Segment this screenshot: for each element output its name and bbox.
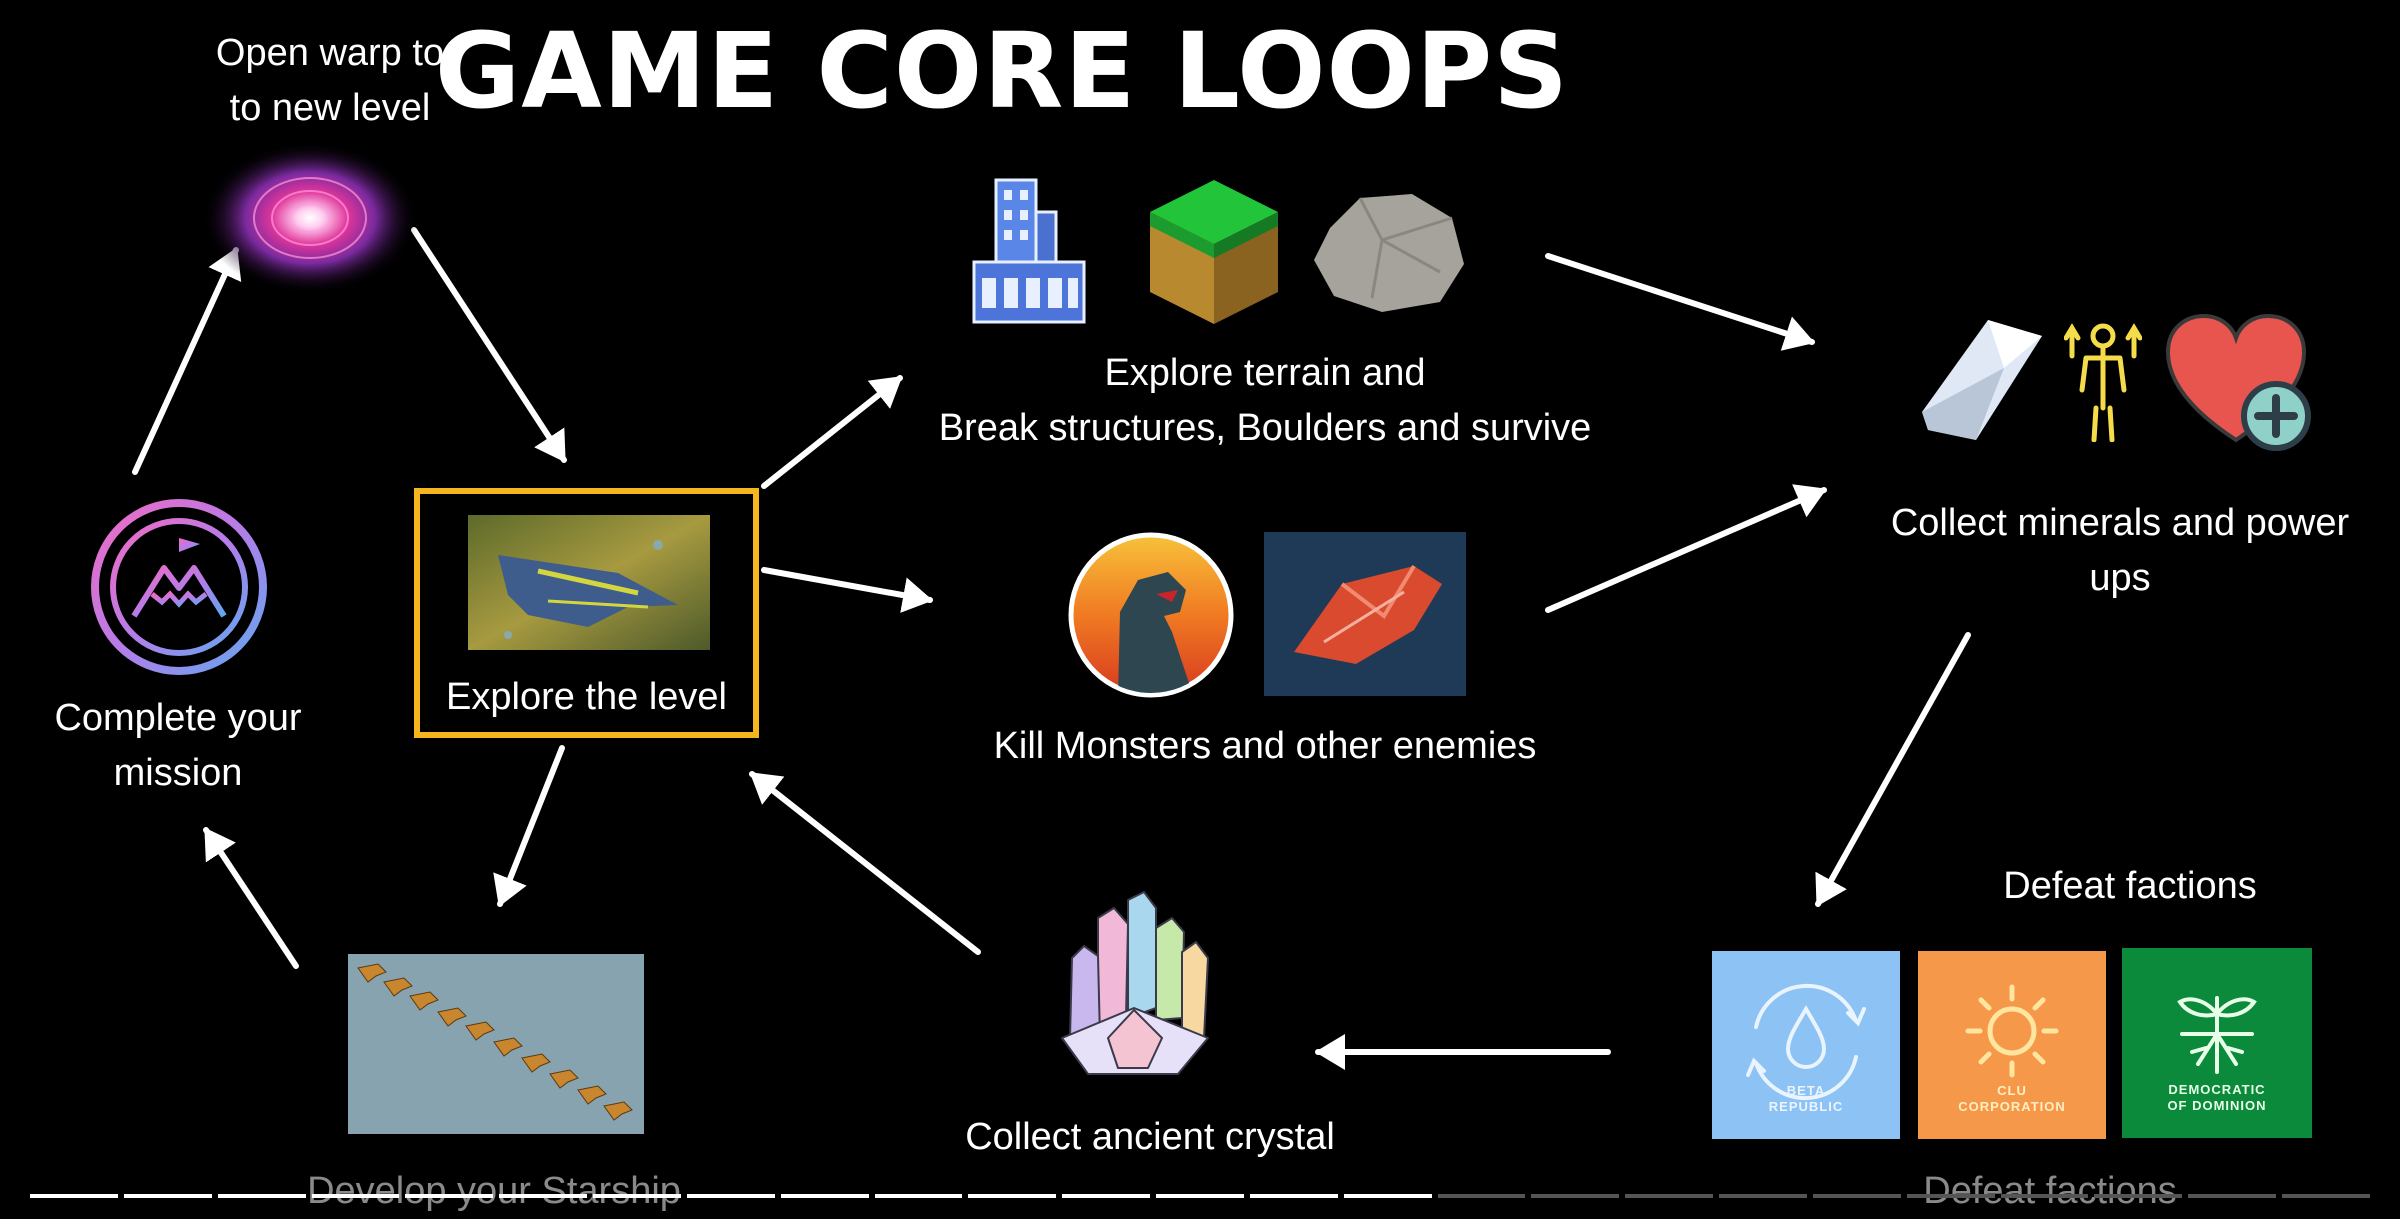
faction-card-clu-corporation: CLU CORPORATION bbox=[1918, 951, 2106, 1139]
faction-name-democratic: DEMOCRATIC OF DOMINION bbox=[2167, 1082, 2267, 1113]
arrow-explore-to-starship bbox=[493, 745, 565, 907]
mission-label: Complete your mission bbox=[54, 697, 302, 794]
minerals-label: Collect minerals and power ups bbox=[1890, 502, 2350, 599]
crystal-shard-icon bbox=[1922, 320, 2042, 440]
arrow-mission-to-warp bbox=[132, 247, 242, 475]
arrow-monsters-to-minerals bbox=[1545, 484, 1827, 613]
arrow-crystal-to-explore bbox=[749, 771, 981, 955]
fleet-image bbox=[348, 954, 644, 1134]
heart-plus-icon bbox=[2165, 313, 2311, 451]
red-ship-icon bbox=[1264, 532, 1466, 696]
faction-name-clu: CLU CORPORATION bbox=[1958, 1083, 2066, 1114]
arrow-explore-to-terrain bbox=[761, 375, 903, 489]
crystal-cluster-icon bbox=[1061, 891, 1209, 1075]
faction-card-bg bbox=[1918, 951, 2106, 1139]
warp-label: Open warp to to new level bbox=[215, 32, 445, 129]
warp-portal-icon bbox=[202, 142, 418, 294]
monsters-label: Kill Monsters and other enemies bbox=[993, 725, 1537, 767]
factions-label: Defeat factions bbox=[2003, 865, 2257, 907]
explore-level-box[interactable] bbox=[414, 488, 759, 738]
sun-icon bbox=[1918, 951, 2106, 1139]
factions-bottom-label: Defeat factions bbox=[1923, 1170, 2177, 1212]
plant-roots-icon bbox=[2122, 948, 2312, 1138]
faction-card-bg bbox=[1712, 951, 1900, 1139]
power-up-figure-icon bbox=[2064, 323, 2142, 442]
faction-card-democratic-dominion: DEMOCRATIC OF DOMINION bbox=[2122, 948, 2312, 1138]
starship-icon bbox=[468, 515, 710, 650]
terrain-label: Explore terrain and Break structures, Bo… bbox=[938, 352, 1592, 449]
page-title: GAME CORE LOOPS bbox=[434, 10, 1570, 132]
explore-level-label: Explore the level bbox=[446, 676, 727, 718]
arrow-starship-to-mission bbox=[203, 827, 299, 969]
faction-card-beta-republic: BETA REPUBLIC bbox=[1712, 951, 1900, 1139]
boulder-icon bbox=[1314, 194, 1464, 312]
crystal-label: Collect ancient crystal bbox=[965, 1116, 1335, 1158]
monster-icon bbox=[1068, 532, 1234, 698]
mountain-flag-icon bbox=[91, 499, 267, 675]
building-icon bbox=[972, 178, 1086, 324]
faction-name-beta: BETA REPUBLIC bbox=[1768, 1083, 1844, 1114]
arrow-terrain-to-minerals bbox=[1545, 253, 1815, 351]
arrow-warp-to-explore bbox=[411, 227, 567, 463]
arrow-explore-to-monsters bbox=[761, 567, 933, 613]
water-cycle-icon bbox=[1712, 951, 1900, 1139]
arrow-minerals-to-factions bbox=[1815, 632, 1971, 907]
starship-label: Develop your Starship bbox=[307, 1170, 681, 1212]
grass-block-icon bbox=[1150, 180, 1278, 324]
